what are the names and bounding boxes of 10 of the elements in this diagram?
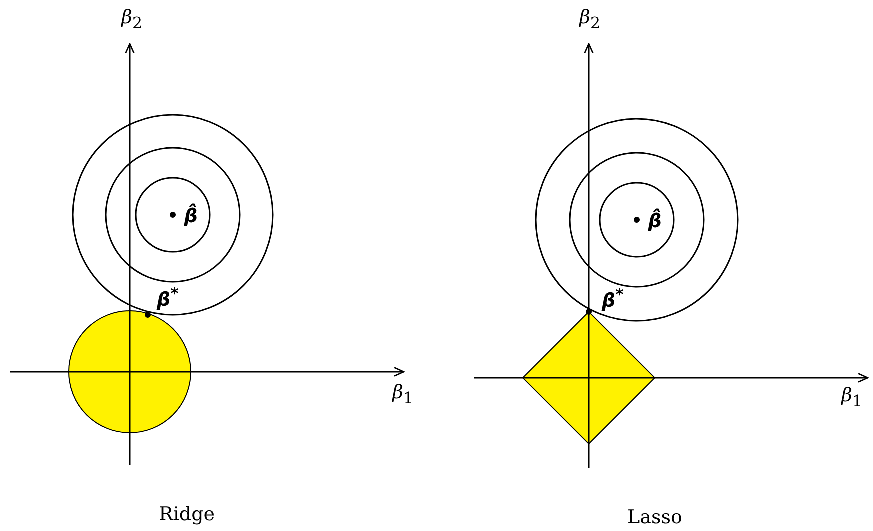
axis-label: β$_{1}$ [841, 386, 863, 410]
constraint-disc [68, 310, 192, 434]
point-label: β$^{*}$ [602, 286, 624, 312]
panel-title: Lasso [628, 508, 682, 528]
axis-label: β$_{1}$ [392, 384, 414, 406]
constraint-diamond [522, 311, 656, 445]
axis-label: β$_{2}$ [579, 8, 601, 32]
panel-title: Ridge [159, 506, 215, 524]
axis-label: β$_{2}$ [121, 8, 143, 32]
point-label: β$^{*}$ [157, 286, 179, 310]
